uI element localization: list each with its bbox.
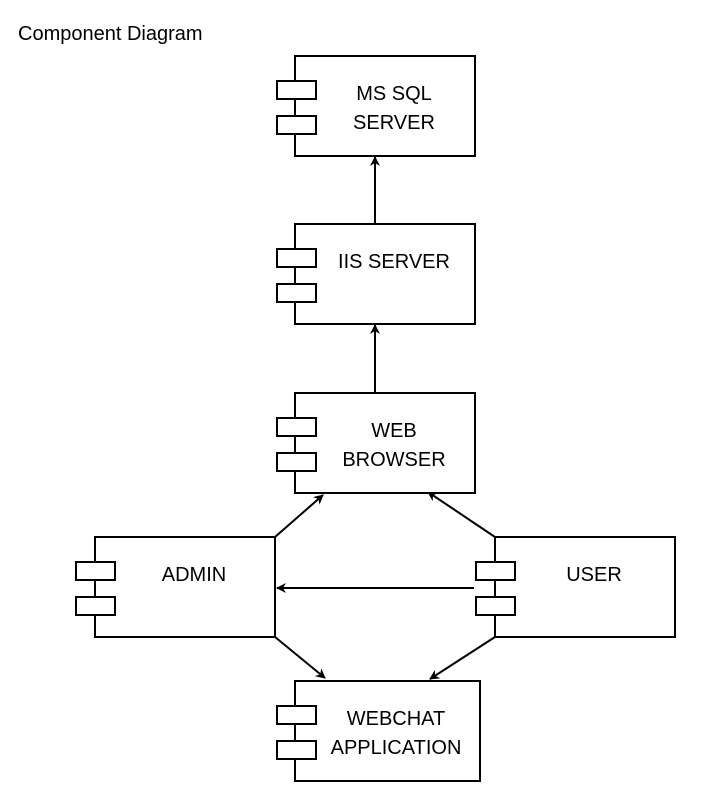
components-layer: MS SQL SERVER IIS SERVER WEB BROWSER ADMIN USE… [75, 55, 676, 782]
component-port-icon [75, 596, 116, 616]
component-port-icon [276, 80, 317, 100]
connections-layer [274, 156, 496, 680]
component-port-icon [276, 248, 317, 268]
arrow-user-to-browser [427, 491, 496, 538]
component-label-line: SERVER [353, 112, 435, 134]
component-port-icon [475, 596, 516, 616]
arrow-admin-to-webchat [274, 636, 326, 679]
component-label-line: WEBCHAT [347, 708, 446, 730]
component-box [494, 536, 676, 638]
component-label-line: USER [566, 564, 622, 586]
component-user[interactable]: USER [475, 536, 676, 638]
component-box [294, 392, 476, 494]
component-box [294, 223, 476, 325]
component-port-icon [276, 740, 317, 760]
component-webchat[interactable]: WEBCHAT APPLICATION [276, 680, 481, 782]
component-port-icon [276, 452, 317, 472]
component-browser[interactable]: WEB BROWSER [276, 392, 476, 494]
component-mssql[interactable]: MS SQL SERVER [276, 55, 476, 157]
component-label-line: IIS SERVER [338, 251, 450, 273]
component-label-line: BROWSER [342, 449, 445, 471]
arrow-admin-to-browser [274, 494, 324, 538]
component-iis[interactable]: IIS SERVER [276, 223, 476, 325]
component-admin[interactable]: ADMIN [75, 536, 276, 638]
component-box [294, 680, 481, 782]
component-label-line: WEB [371, 420, 417, 442]
component-port-icon [276, 417, 317, 437]
component-port-icon [276, 115, 317, 135]
component-port-icon [75, 561, 116, 581]
component-label-line: ADMIN [162, 564, 226, 586]
arrow-user-to-webchat [429, 636, 496, 680]
component-label-line: APPLICATION [331, 737, 462, 759]
component-port-icon [276, 283, 317, 303]
component-box [94, 536, 276, 638]
component-box [294, 55, 476, 157]
component-port-icon [475, 561, 516, 581]
component-port-icon [276, 705, 317, 725]
diagram-title: Component Diagram [18, 23, 203, 45]
component-label-line: MS SQL [356, 83, 432, 105]
